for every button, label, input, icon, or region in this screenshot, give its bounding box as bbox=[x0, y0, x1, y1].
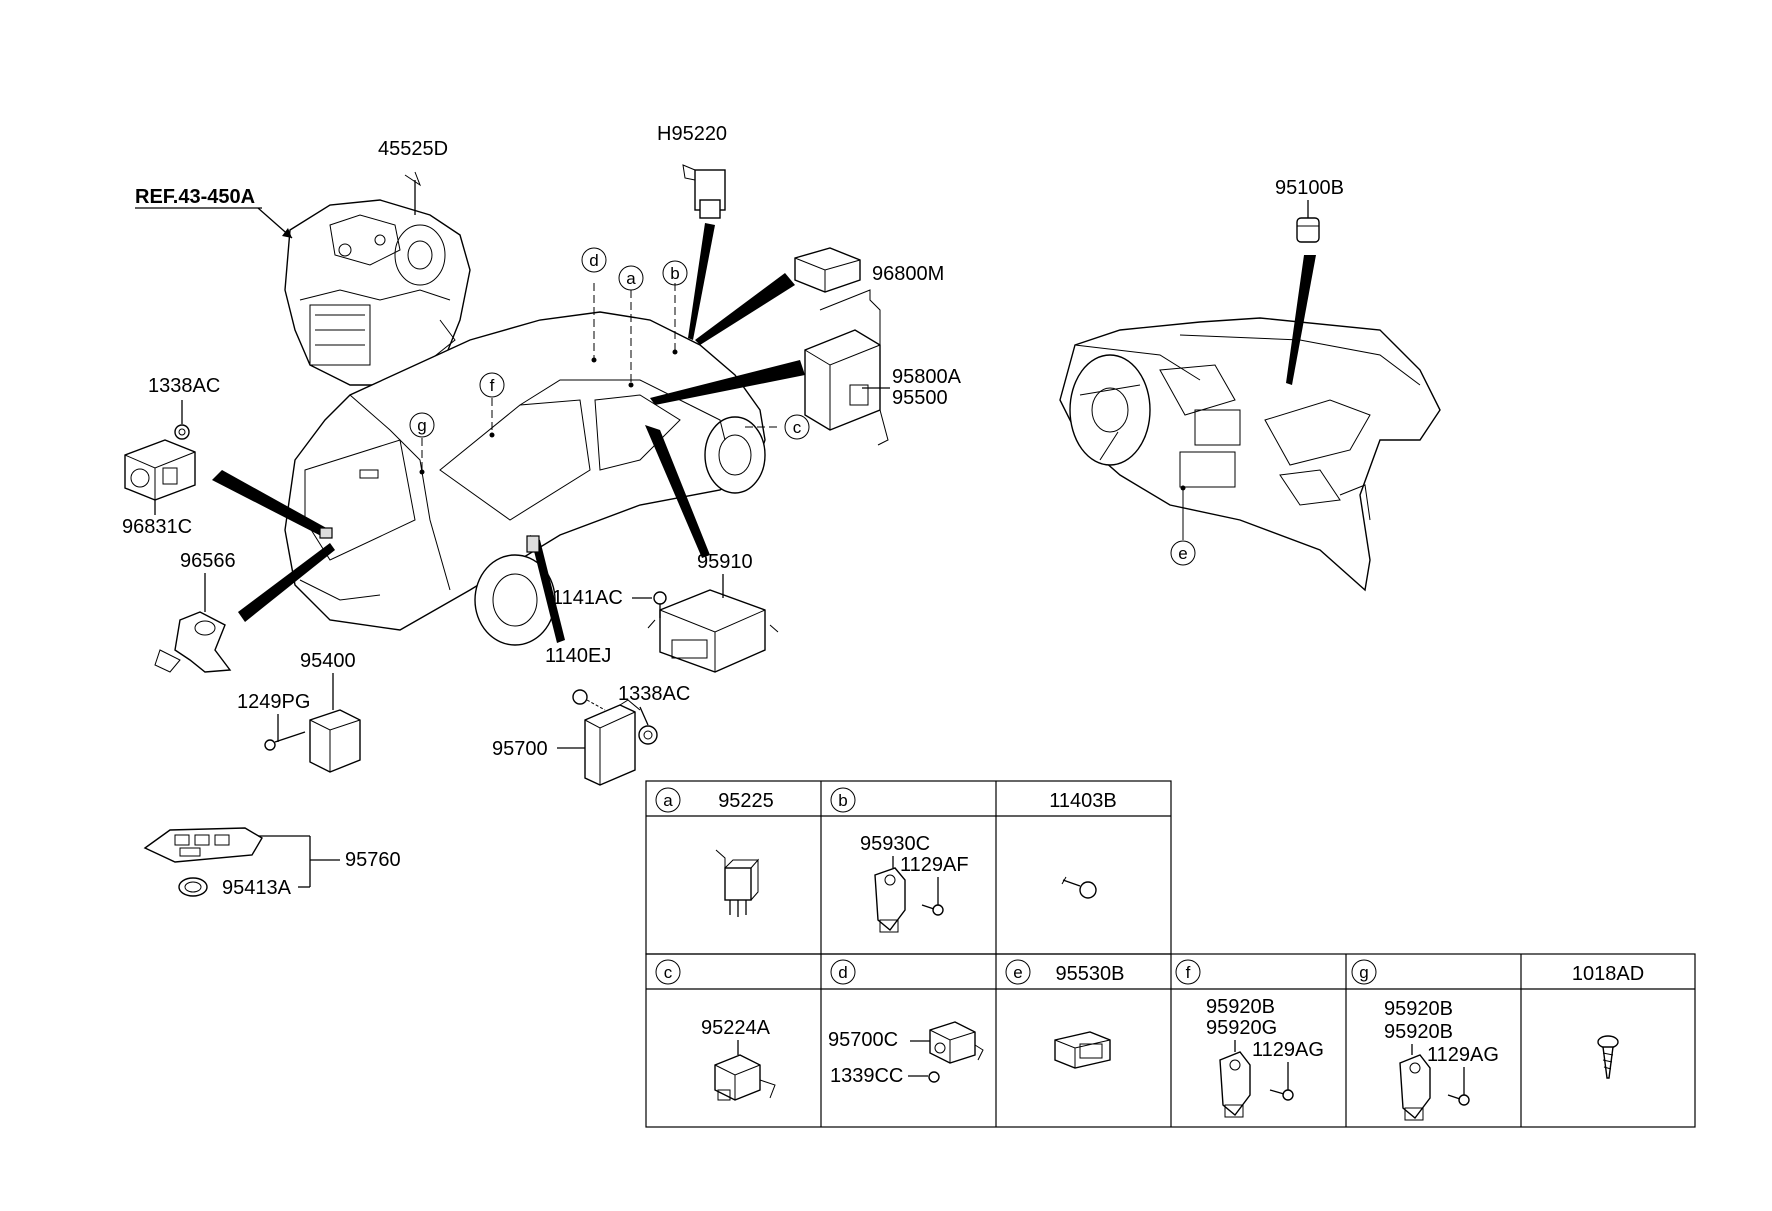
nut-1338ac-b bbox=[638, 725, 658, 745]
airbag-control-95910 bbox=[647, 589, 779, 673]
nut-1338ac-a bbox=[174, 424, 190, 440]
table-cell-b: b 95930C 1129AF bbox=[830, 787, 969, 933]
label-96800m: 96800M bbox=[872, 263, 944, 285]
label-h95220: H95220 bbox=[657, 123, 727, 145]
cell-e-part: 95530B bbox=[1056, 963, 1125, 985]
label-1249pg: 1249PG bbox=[237, 691, 310, 713]
label-1140ej: 1140EJ bbox=[545, 645, 611, 667]
callout-circle-f: f bbox=[479, 372, 505, 398]
dashboard-outline bbox=[1059, 317, 1441, 592]
module-95700c bbox=[929, 1021, 984, 1064]
sensor-95920b-g bbox=[1399, 1054, 1431, 1121]
battery-95413a bbox=[178, 877, 208, 897]
screw-1129ag-f bbox=[1269, 1089, 1294, 1101]
svg-text:c: c bbox=[664, 963, 673, 982]
cell-g-item-1: 95920B bbox=[1384, 998, 1453, 1020]
screw-1249pg bbox=[264, 731, 306, 751]
svg-text:f: f bbox=[1186, 963, 1191, 982]
bolt-1141ac bbox=[653, 591, 667, 618]
table-cell-e: e 95530B bbox=[1005, 959, 1125, 1069]
label-96831c: 96831C bbox=[122, 516, 192, 538]
relay-h95220 bbox=[682, 164, 726, 219]
vehicle-callouts bbox=[419, 283, 780, 475]
relay-95224a bbox=[714, 1054, 776, 1101]
label-95760: 95760 bbox=[345, 849, 401, 871]
screw-1129ag-g bbox=[1447, 1094, 1470, 1106]
label-1338ac-b: 1338AC bbox=[618, 683, 690, 705]
cell-b-item-2: 1129AF bbox=[900, 854, 969, 876]
cell-g-item-3: 1129AG bbox=[1427, 1044, 1499, 1066]
cell-c-item-1: 95224A bbox=[701, 1017, 771, 1039]
svg-text:e: e bbox=[1178, 544, 1187, 563]
callout-circle-b: b bbox=[662, 260, 688, 286]
unit-95100b bbox=[1296, 217, 1320, 243]
label-ref-43-450A: REF.43-450A bbox=[135, 186, 255, 208]
module-95700 bbox=[584, 699, 641, 786]
table-cell-g: g 95920B 95920B 1129AG bbox=[1351, 959, 1499, 1121]
svg-text:f: f bbox=[490, 376, 495, 395]
nut-1339cc bbox=[928, 1071, 940, 1083]
svg-text:e: e bbox=[1013, 963, 1022, 982]
key-fob-95760 bbox=[143, 827, 263, 863]
module-96800m bbox=[794, 247, 861, 293]
svg-text:g: g bbox=[1359, 963, 1368, 982]
screw-1018ad bbox=[1597, 1035, 1619, 1079]
label-95800a: 95800A bbox=[892, 366, 962, 388]
svg-text:d: d bbox=[838, 963, 847, 982]
cell-d-item-1: 95700C bbox=[828, 1029, 898, 1051]
cell-f-item-2: 95920G bbox=[1206, 1017, 1277, 1039]
table-cell-c: c 95224A bbox=[655, 959, 776, 1101]
label-96566: 96566 bbox=[180, 550, 236, 572]
cell-1018ad-part: 1018AD bbox=[1572, 963, 1644, 985]
cell-d-item-2: 1339CC bbox=[830, 1065, 903, 1087]
bolt-11403b bbox=[1061, 876, 1097, 899]
label-1141ac: 1141AC bbox=[552, 587, 623, 609]
svg-text:c: c bbox=[793, 418, 802, 437]
callout-circle-a: a bbox=[618, 265, 644, 291]
sensor-95920b-f bbox=[1219, 1051, 1251, 1118]
screw-1129af bbox=[921, 904, 944, 916]
vehicle-outline bbox=[284, 311, 766, 646]
module-95800a bbox=[804, 289, 889, 446]
label-95500: 95500 bbox=[892, 387, 948, 409]
svg-text:a: a bbox=[663, 791, 673, 810]
svg-text:a: a bbox=[626, 269, 636, 288]
unit-96831c bbox=[124, 439, 196, 501]
cell-f-item-1: 95920B bbox=[1206, 996, 1275, 1018]
label-1338ac-a: 1338AC bbox=[148, 375, 220, 397]
cell-a-part: 95225 bbox=[718, 790, 774, 812]
table-cell-a: a 95225 bbox=[655, 787, 774, 917]
cell-f-item-3: 1129AG bbox=[1252, 1039, 1324, 1061]
cell-11403b-part: 11403B bbox=[1049, 790, 1116, 812]
table-cell-1018ad: 1018AD bbox=[1572, 963, 1644, 1079]
label-95700: 95700 bbox=[492, 738, 548, 760]
label-95400: 95400 bbox=[300, 650, 356, 672]
svg-text:b: b bbox=[670, 264, 679, 283]
svg-text:g: g bbox=[417, 416, 426, 435]
table-cell-f: f 95920B 95920G 1129AG bbox=[1175, 959, 1324, 1118]
svg-text:b: b bbox=[838, 791, 847, 810]
label-95910: 95910 bbox=[697, 551, 753, 573]
label-45525D: 45525D bbox=[378, 138, 448, 160]
callout-circle-d: d bbox=[581, 247, 607, 273]
table-cell-d: d 95700C 1339CC bbox=[828, 959, 984, 1087]
callout-circle-c: c bbox=[784, 414, 810, 440]
label-95100b: 95100B bbox=[1275, 177, 1344, 199]
svg-text:d: d bbox=[589, 251, 598, 270]
callout-circle-e: e bbox=[1170, 540, 1196, 566]
module-95400 bbox=[309, 709, 361, 773]
relay-95225 bbox=[715, 849, 760, 917]
cell-b-item-1: 95930C bbox=[860, 833, 930, 855]
cell-g-item-2: 95920B bbox=[1384, 1021, 1453, 1043]
label-95413a: 95413A bbox=[222, 877, 292, 899]
table-cell-11403b: 11403B bbox=[1049, 790, 1117, 899]
sensor-96566 bbox=[154, 611, 232, 673]
transmission-assembly bbox=[284, 171, 471, 386]
callout-circle-g: g bbox=[409, 412, 435, 438]
detail-table bbox=[645, 780, 1696, 1128]
sensor-95930c bbox=[874, 867, 906, 933]
switch-95530b bbox=[1054, 1031, 1111, 1069]
bolt-1140ej bbox=[572, 689, 606, 711]
